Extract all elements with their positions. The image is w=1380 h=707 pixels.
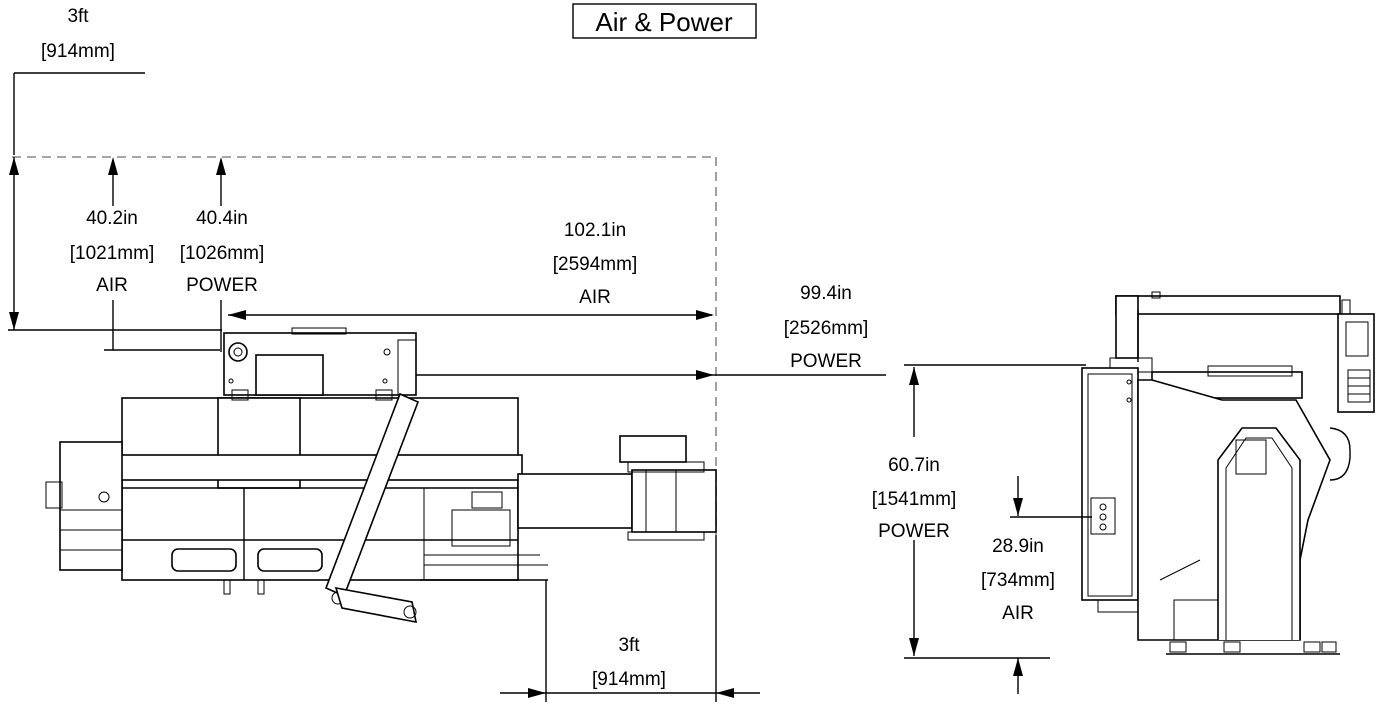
drawing-title: Air & Power	[595, 7, 733, 37]
machine-top-view	[45, 327, 717, 624]
power-height-metric: [1026mm]	[180, 243, 264, 264]
title-box: Air & Power	[572, 3, 757, 39]
air-elevation-dimension: 28.9in [734mm] AIR	[981, 476, 1092, 694]
air-elevation-value: 28.9in	[992, 536, 1044, 557]
right-clearance-value: 3ft	[618, 635, 640, 656]
air-height-value: 40.2in	[86, 208, 138, 229]
machine-side-view	[1081, 291, 1375, 655]
power-elevation-dimension: 60.7in [1541mm] POWER	[872, 364, 1086, 659]
power-elevation-label: POWER	[878, 521, 950, 542]
power-length-metric: [2526mm]	[784, 318, 868, 339]
top-clearance-value: 3ft	[67, 6, 89, 27]
power-height-dimension: 40.4in [1026mm] POWER	[180, 157, 264, 352]
air-length-metric: [2594mm]	[553, 254, 637, 275]
power-height-label: POWER	[186, 275, 258, 296]
air-height-label: AIR	[96, 275, 128, 296]
top-clearance-metric: [914mm]	[41, 41, 115, 62]
right-clearance-dimension: 3ft [914mm]	[500, 535, 760, 702]
air-elevation-label: AIR	[1002, 603, 1034, 624]
air-length-value: 102.1in	[564, 220, 626, 241]
power-length-value: 99.4in	[800, 283, 852, 304]
air-length-label: AIR	[579, 287, 611, 308]
power-elevation-value: 60.7in	[888, 455, 940, 476]
air-elevation-metric: [734mm]	[981, 570, 1055, 591]
power-length-label: POWER	[790, 351, 862, 372]
overall-height-arrow	[8, 157, 222, 331]
power-height-value: 40.4in	[196, 208, 248, 229]
air-height-metric: [1021mm]	[70, 243, 154, 264]
air-length-dimension: 102.1in [2594mm] AIR	[228, 220, 714, 320]
air-height-dimension: 40.2in [1021mm] AIR	[70, 157, 220, 351]
right-clearance-metric: [914mm]	[592, 669, 666, 690]
power-elevation-metric: [1541mm]	[872, 489, 956, 510]
top-clearance-dimension: 3ft [914mm]	[13, 6, 145, 155]
